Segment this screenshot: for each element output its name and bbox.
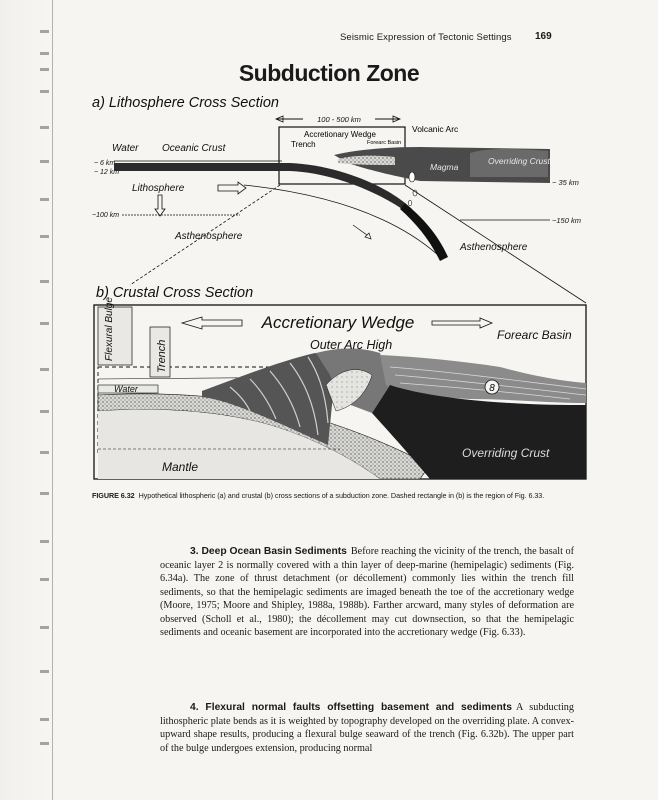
b-marker-8 bbox=[484, 379, 500, 395]
a-lithosphere-arrow bbox=[154, 194, 166, 217]
paragraph-heading: 3. Deep Ocean Basin Sediments bbox=[190, 546, 347, 557]
a-plate-motion-arrow bbox=[217, 181, 247, 195]
a-forearc-basin-label: Forearc Basin bbox=[367, 140, 401, 146]
a-wedge-fill bbox=[338, 155, 395, 165]
b-overriding-crust-label: Overriding Crust bbox=[462, 446, 550, 460]
a-subducting-slab bbox=[400, 203, 448, 261]
a-asthenosphere-left-label: Asthenosphere bbox=[174, 231, 243, 242]
a-magma-label: Magma bbox=[430, 162, 459, 172]
b-flexural-bulge-label: Flexural Bulge bbox=[104, 297, 115, 361]
b-water-label: Water bbox=[114, 384, 139, 394]
b-thrust-faults bbox=[229, 356, 329, 436]
a-volcanic-arc-label: Volcanic Arc bbox=[412, 124, 459, 134]
b-forearc-basin-label: Forearc Basin bbox=[497, 328, 572, 342]
a-depth-35-label: ~ 35 km bbox=[552, 178, 579, 187]
a-mantle-flow-arrow bbox=[352, 224, 372, 240]
paragraph-flexural-faults: 4. Flexural normal faults offsetting bas… bbox=[160, 701, 574, 755]
b-accretionary-wedge-arrow bbox=[180, 316, 494, 330]
scale-label: 100 - 500 km bbox=[317, 115, 361, 124]
b-mantle-region bbox=[98, 409, 380, 479]
zoom-line-left bbox=[129, 184, 281, 286]
paragraph-text: A subducting lithospheric plate bends as… bbox=[160, 702, 574, 754]
paragraph-heading: 4. Flexural normal faults offsetting bas… bbox=[190, 702, 512, 713]
b-outer-arc-high-label: Outer Arc High bbox=[310, 338, 392, 352]
a-trench-label: Trench bbox=[291, 140, 316, 149]
a-asthenosphere-right-label: Asthenosphere bbox=[459, 242, 528, 253]
a-oceanic-crust-band bbox=[114, 163, 412, 213]
b-forearc-basin-fill bbox=[380, 355, 586, 403]
running-head: Seismic Expression of Tectonic Settings bbox=[340, 32, 512, 43]
b-overriding-crust-body bbox=[372, 385, 586, 479]
b-accretionary-wedge-body bbox=[202, 353, 335, 445]
zoom-line-right bbox=[404, 184, 587, 304]
scale-arrow: 100 - 500 km bbox=[274, 113, 402, 124]
a-lithosphere-label: Lithosphere bbox=[132, 183, 185, 194]
subduction-diagram: a) Lithosphere Cross Section 100 - 500 k… bbox=[92, 95, 587, 480]
gutter-line bbox=[52, 0, 53, 800]
a-slab-base bbox=[243, 184, 439, 256]
b-forearc-label: Forearc Basin bbox=[497, 328, 572, 342]
a-accretionary-wedge-label: Accretionary Wedge bbox=[304, 130, 376, 139]
a-water-label: Water bbox=[112, 143, 139, 154]
b-forearc-strata bbox=[389, 366, 587, 400]
page-gutter bbox=[0, 0, 46, 800]
b-accretionary-wedge-label: Accretionary Wedge bbox=[261, 313, 415, 332]
b-trench-label: Trench bbox=[156, 340, 168, 373]
panel-b-label: b) Crustal Cross Section bbox=[96, 285, 253, 301]
figure-title: Subduction Zone bbox=[238, 60, 420, 86]
a-oceanic-crust-label: Oceanic Crust bbox=[162, 143, 227, 154]
panel-a-label: a) Lithosphere Cross Section bbox=[92, 95, 279, 111]
a-depth-12-label: ~ 12 km bbox=[94, 169, 119, 176]
b-trench-tag: Trench bbox=[149, 326, 171, 378]
a-depth-150-label: ~150 km bbox=[552, 216, 581, 225]
page-number: 169 bbox=[535, 31, 552, 42]
caption-label: FIGURE 6.32 bbox=[92, 491, 135, 500]
figure-6-32: a) Lithosphere Cross Section 100 - 500 k… bbox=[90, 85, 590, 495]
a-overriding-crust-label: Overriding Crust bbox=[488, 156, 551, 166]
a-depth-100-label: ~100 km bbox=[92, 212, 119, 219]
binding-marks bbox=[40, 30, 50, 750]
a-overriding-crust-upper bbox=[470, 149, 548, 177]
b-marker-8-label: 8 bbox=[489, 383, 495, 394]
paragraph-text: Before reaching the vicinity of the tren… bbox=[160, 546, 574, 638]
b-mantle-label: Mantle bbox=[162, 460, 198, 474]
caption-text: Hypothetical lithospheric (a) and crusta… bbox=[138, 491, 545, 500]
b-water-box bbox=[97, 384, 159, 394]
a-depth-6-label: ~ 6 km bbox=[94, 160, 115, 167]
b-outer-arc-sediments bbox=[325, 369, 373, 412]
b-flexural-bulge-tag: Flexural Bulge bbox=[97, 297, 133, 366]
